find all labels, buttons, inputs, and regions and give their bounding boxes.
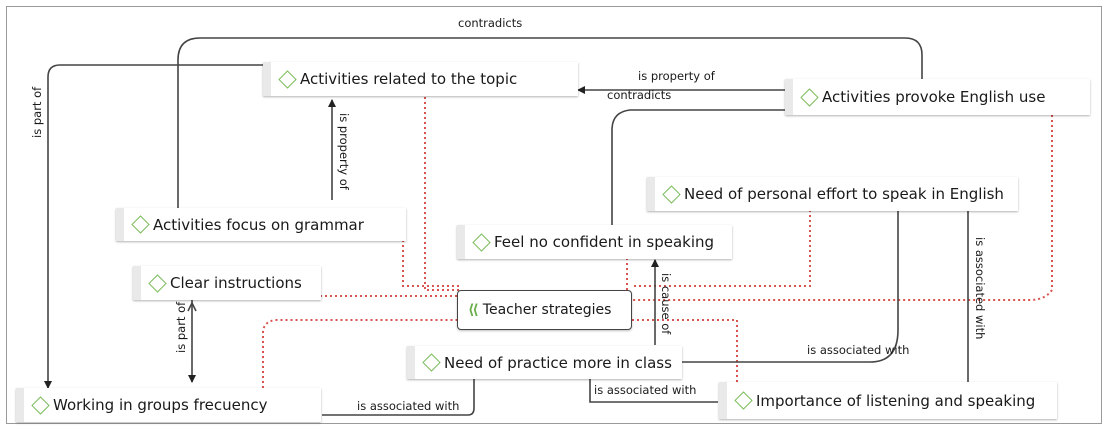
double-chevron-icon: ⟨⟨ <box>468 302 479 318</box>
code-node-label: Importance of listening and speaking <box>756 391 1036 410</box>
relation-label-contradicts-mid: contradicts <box>607 88 671 102</box>
focus-node-teacher-strategies[interactable]: ⟨⟨ Teacher strategies <box>457 290 632 330</box>
relation-label-is-associated-with-low: is associated with <box>594 383 696 397</box>
code-node-label: Clear instructions <box>170 274 302 292</box>
code-node-label: Teacher strategies <box>482 302 612 318</box>
code-node-personal-effort[interactable]: Need of personal effort to speak in Engl… <box>647 177 1018 211</box>
diamond-icon <box>278 69 297 89</box>
code-node-listening-speaking[interactable]: Importance of listening and speaking <box>719 382 1057 419</box>
code-node-activities-provoke[interactable]: Activities provoke English use <box>785 79 1090 115</box>
code-node-activities-topic[interactable]: Activities related to the topic <box>263 62 578 96</box>
diamond-icon <box>148 273 167 293</box>
code-node-label: Need of practice more in class <box>444 353 672 372</box>
diamond-icon <box>662 184 681 204</box>
code-node-label: Activities focus on grammar <box>153 215 364 234</box>
code-node-label: Working in groups frecuency <box>53 396 268 414</box>
relation-label-is-associated-with-right: is associated with <box>973 237 987 339</box>
code-node-working-groups[interactable]: Working in groups frecuency <box>16 388 321 422</box>
solid-links <box>44 37 969 416</box>
diamond-icon <box>131 215 150 234</box>
relation-label-contradicts-top: contradicts <box>458 16 522 30</box>
code-node-practice-class[interactable]: Need of practice more in class <box>407 346 682 379</box>
diagram-frame <box>6 6 1102 424</box>
relation-label-is-part-of-left: is part of <box>30 86 44 138</box>
code-node-label: Activities provoke English use <box>822 88 1046 106</box>
relation-label-is-property-of-vertical: is property of <box>337 113 351 191</box>
code-node-no-confident[interactable]: Feel no confident in speaking <box>457 225 732 259</box>
code-node-label: Activities related to the topic <box>300 70 518 88</box>
diamond-icon <box>31 395 50 415</box>
diamond-icon <box>734 391 753 410</box>
diamond-icon <box>800 87 819 107</box>
code-node-focus-grammar[interactable]: Activities focus on grammar <box>116 208 406 241</box>
code-node-label: Need of personal effort to speak in Engl… <box>684 185 1004 203</box>
relation-label-is-associated-with-mid: is associated with <box>807 343 909 357</box>
diamond-icon <box>472 232 491 252</box>
dotted-links <box>262 97 1053 388</box>
relation-label-is-cause-of: is cause of <box>659 273 673 335</box>
code-node-clear-instructions[interactable]: Clear instructions <box>133 266 321 300</box>
relation-label-is-part-of-lower: is part of <box>174 301 188 353</box>
relation-label-is-associated-with-bottom: is associated with <box>357 399 459 413</box>
diamond-icon <box>422 353 441 372</box>
code-node-label: Feel no confident in speaking <box>494 233 715 251</box>
relation-label-is-property-of-top: is property of <box>638 69 716 83</box>
